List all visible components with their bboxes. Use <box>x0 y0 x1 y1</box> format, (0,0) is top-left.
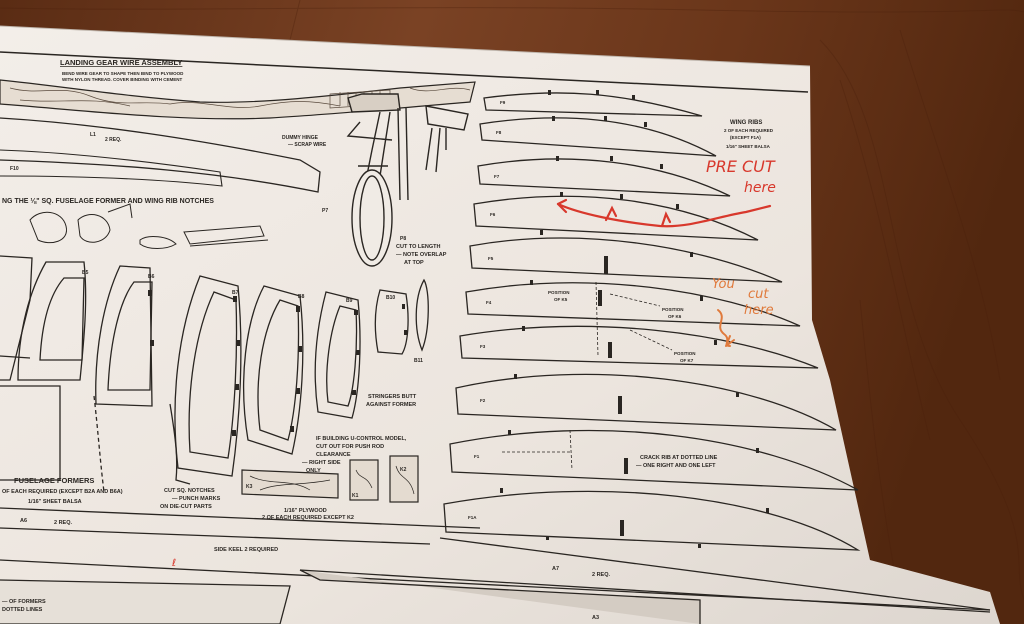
f10-label: F10 <box>10 166 19 172</box>
position-k6-2: OF K6 <box>668 314 682 319</box>
pre-cut-note-2: here <box>744 180 776 196</box>
keel-strips <box>0 507 991 624</box>
gear-note-1: BEND WIRE GEAR TO SHAPE THEN BIND TO PLY… <box>62 71 184 76</box>
position-k5-2: OF K5 <box>554 297 568 302</box>
rib-f7: F7 <box>494 174 500 179</box>
gear-note-2: WITH NYLON THREAD. COVER BINDING WITH CE… <box>62 77 182 82</box>
formers-note-1: — OF FORMERS <box>2 599 46 605</box>
cut-length-2: — NOTE OVERLAP <box>396 252 447 258</box>
l1-label: L1 <box>90 132 96 138</box>
former-b9: B9 <box>346 298 353 304</box>
rib-notches <box>500 90 769 548</box>
wood-grain <box>0 0 1024 601</box>
landing-gear-drawing <box>346 93 469 267</box>
a7-label: A7 <box>552 566 559 572</box>
pre-cut-note-1: PRE CUT <box>706 157 776 176</box>
ucontrol-note-1: IF BUILDING U-CONTROL MODEL, <box>316 436 407 442</box>
ucontrol-note-4: — RIGHT SIDE <box>302 460 341 466</box>
rib-f9: F9 <box>500 100 506 105</box>
position-k6-1: POSITION <box>662 307 684 312</box>
fuselage-formers-sub: OF EACH REQUIRED (EXCEPT B2A AND B6A) <box>2 489 123 495</box>
you-cut-note-2: cut <box>748 287 769 302</box>
formers-note-2: DOTTED LINES <box>2 607 43 613</box>
rib-f1a: F1A <box>468 515 477 520</box>
fuselage-side-l1 <box>0 117 321 193</box>
rib-f1: F1 <box>474 454 480 459</box>
k3-label: K3 <box>246 484 253 490</box>
plywood-k-parts <box>241 455 419 503</box>
rib-f3: F3 <box>480 344 486 349</box>
you-cut-note-1: You <box>712 277 735 292</box>
former-b10: B10 <box>386 295 395 301</box>
rib-f5: F5 <box>488 256 494 261</box>
crack-rib-note-2: — ONE RIGHT AND ONE LEFT <box>636 463 716 469</box>
wing-ribs-sub2: (EXCEPT F1A) <box>730 135 761 140</box>
position-k7-1: POSITION <box>674 351 696 356</box>
ucontrol-note-5: ONLY <box>306 468 321 474</box>
dummy-hinge-2: — SCRAP WIRE <box>288 142 327 148</box>
rib-f4: F4 <box>486 300 492 305</box>
a6-qty: 2 REQ. <box>54 520 73 526</box>
fuselage-formers-title: FUSELAGE FORMERS <box>14 476 94 485</box>
position-k7-2: OF K7 <box>680 358 694 363</box>
stringers-note-2: AGAINST FORMER <box>366 402 416 408</box>
former-b5: B5 <box>82 270 89 276</box>
fuselage-formers <box>0 255 429 493</box>
orange-arrow-annotation <box>717 309 735 347</box>
ucontrol-note-3: CLEARANCE <box>316 452 351 458</box>
dummy-hinge-1: DUMMY HINGE <box>282 135 319 141</box>
crack-rib-note-1: CRACK RIB AT DOTTED LINE <box>640 455 718 461</box>
rib-f8: F8 <box>496 130 502 135</box>
cut-sq-notches-1: CUT SQ. NOTCHES <box>164 488 215 494</box>
notch-illustration <box>29 203 269 249</box>
former-notches <box>148 290 407 436</box>
wing-ribs-material: 1/16" SHEET BALSA <box>726 144 771 149</box>
former-b6: B6 <box>148 274 155 280</box>
former-b11: B11 <box>414 358 423 364</box>
plywood-note-2: 2 OF EACH REQUIRED EXCEPT K2 <box>262 515 354 521</box>
rib-f6: F6 <box>490 212 496 217</box>
former-b7: B7 <box>232 290 239 296</box>
side-keel-label: SIDE KEEL 2 REQUIRED <box>214 547 278 553</box>
wing-ribs-title: WING RIBS <box>730 120 762 126</box>
k1-label: K1 <box>352 493 359 499</box>
a3-label: A3 <box>592 615 599 621</box>
former-b8: B8 <box>298 294 305 300</box>
p7-label: P7 <box>322 208 328 214</box>
cut-length-1: CUT TO LENGTH <box>396 244 441 250</box>
p8-label: P8 <box>400 236 406 242</box>
fuselage-formers-material: 1/16" SHEET BALSA <box>28 499 82 505</box>
cut-sq-notches-3: ON DIE-CUT PARTS <box>160 504 212 510</box>
rib-dotted-lines <box>502 281 673 471</box>
k2-label: K2 <box>400 467 407 473</box>
f10-part <box>0 149 223 187</box>
ucontrol-note-2: CUT OUT FOR PUSH ROD <box>316 444 384 450</box>
red-pen-mark: ℓ <box>172 558 176 569</box>
position-k5-1: POSITION <box>548 290 570 295</box>
a7-qty: 2 REQ. <box>592 572 611 578</box>
wing-ribs <box>443 92 861 551</box>
you-cut-note-3: here <box>744 303 774 318</box>
rib-f2: F2 <box>480 398 486 403</box>
notch-heading: NG THE ⅛" SQ. FUSELAGE FORMER AND WING R… <box>2 198 214 205</box>
stringers-note-1: STRINGERS BUTT <box>368 394 417 400</box>
wing-ribs-sub1: 2 OF EACH REQUIRED <box>724 128 774 133</box>
cut-length-3: AT TOP <box>404 260 424 266</box>
l1-qty: 2 REQ. <box>105 137 122 143</box>
landing-gear-title: LANDING GEAR WIRE ASSEMBLY <box>60 58 182 67</box>
red-arrow-annotation <box>556 198 772 228</box>
plywood-note-1: 1/16" PLYWOOD <box>284 508 327 514</box>
cut-sq-notches-2: — PUNCH MARKS <box>172 496 221 502</box>
a6-label: A6 <box>20 518 27 524</box>
